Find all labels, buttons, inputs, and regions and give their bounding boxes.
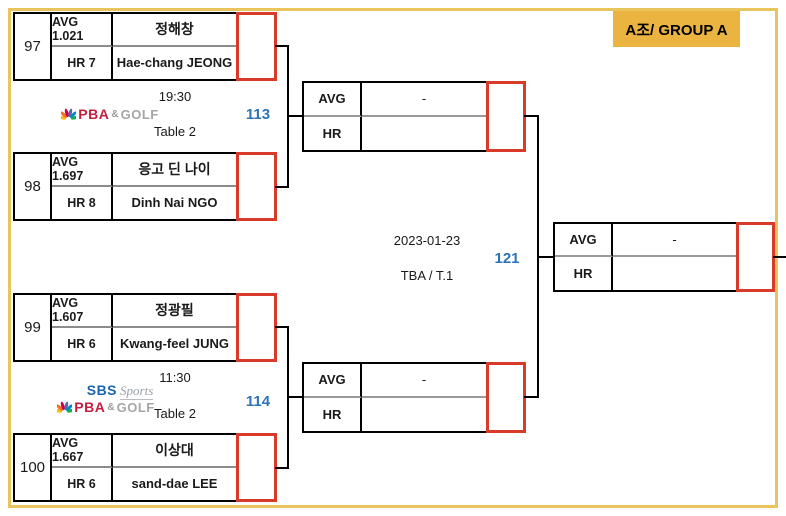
connector-line (275, 467, 289, 469)
match-number-113: 113 (245, 106, 271, 123)
pba-logo-text: PBA (78, 106, 110, 122)
seed-number: 100 (15, 435, 52, 500)
match-box-114: AVG - HR (302, 362, 488, 433)
connector-line (524, 115, 539, 117)
golf-logo-text: GOLF (116, 399, 155, 415)
result-box-121 (736, 222, 775, 292)
player-name-english: Dinh Nai NGO (131, 195, 218, 211)
player-name-english: Hae-chang JEONG (116, 55, 233, 71)
player-hr: HR 6 (52, 327, 113, 360)
player-avg: AVG 1.697 (52, 154, 113, 187)
match-number-121: 121 (494, 250, 520, 267)
avg-label: AVG (555, 224, 613, 257)
ampersand-text: & (111, 108, 119, 120)
avg-label: AVG (304, 364, 362, 398)
player-name-korean: 정해창 (113, 14, 236, 47)
avg-value: - (613, 224, 736, 257)
final-venue: TBA / T.1 (400, 268, 454, 283)
pba-golf-logo: PBA & GOLF (50, 106, 170, 124)
match-113-time: 19:30 (158, 89, 192, 104)
player-box-99: 99 AVG 1.607 HR 6 정광필 Kwang-feel JUNG (13, 293, 238, 362)
match-box-121: AVG - HR (553, 222, 738, 292)
player-box-98: 98 AVG 1.697 HR 8 응고 딘 나이 Dinh Nai NGO (13, 152, 238, 221)
hr-value (613, 257, 736, 290)
connector-line (524, 396, 539, 398)
group-badge: A조/ GROUP A (613, 11, 740, 47)
player-box-100: 100 AVG 1.667 HR 6 이상대 sand-dae LEE (13, 433, 238, 502)
connector-line (287, 115, 302, 117)
match-114-time: 11:30 (159, 370, 191, 385)
pba-logo-text: PBA (74, 399, 106, 415)
player-avg: AVG 1.607 (52, 295, 113, 328)
group-badge-label: A조/ GROUP A (625, 21, 728, 39)
seed-number: 98 (15, 154, 52, 219)
player-name-korean: 응고 딘 나이 (113, 154, 236, 187)
golf-logo-text: GOLF (120, 106, 159, 122)
hr-value (362, 398, 486, 432)
ampersand-text: & (107, 401, 115, 413)
match-113-table: Table 2 (154, 124, 196, 139)
player-avg: AVG 1.021 (52, 14, 113, 47)
final-date: 2023-01-23 (393, 233, 461, 248)
result-box-113 (486, 81, 526, 152)
hr-label: HR (555, 257, 613, 290)
avg-label: AVG (304, 83, 362, 117)
player-name-korean: 정광필 (113, 295, 236, 328)
peacock-icon (57, 401, 73, 413)
result-box-97 (236, 12, 277, 81)
result-box-98 (236, 152, 277, 221)
connector-line (275, 186, 289, 188)
connector-line (287, 396, 302, 398)
seed-number: 97 (15, 14, 52, 79)
connector-line (537, 256, 553, 258)
player-avg: AVG 1.667 (52, 435, 113, 468)
player-hr: HR 8 (52, 186, 113, 219)
hr-value (362, 117, 486, 151)
result-box-99 (236, 293, 277, 362)
result-box-100 (236, 433, 277, 502)
player-name-korean: 이상대 (113, 435, 236, 468)
sheet-border (8, 8, 778, 508)
player-box-97: 97 AVG 1.021 HR 7 정해창 Hae-chang JEONG (13, 12, 238, 81)
avg-value: - (362, 364, 486, 398)
player-hr: HR 7 (52, 46, 113, 79)
pba-golf-logo: PBA & GOLF (46, 399, 166, 417)
avg-value: - (362, 83, 486, 117)
match-114-table: Table 2 (154, 406, 196, 421)
connector-line (275, 326, 289, 328)
connector-line (275, 45, 289, 47)
hr-label: HR (304, 397, 362, 431)
match-number-114: 114 (245, 393, 271, 410)
player-hr: HR 6 (52, 467, 113, 500)
player-name-english: sand-dae LEE (131, 476, 218, 492)
player-name-english: Kwang-feel JUNG (119, 336, 230, 352)
result-box-114 (486, 362, 526, 433)
peacock-icon (61, 108, 77, 120)
sports-logo-text: Sports (120, 383, 154, 400)
seed-number: 99 (15, 295, 52, 360)
match-box-113: AVG - HR (302, 81, 488, 152)
sbs-logo-text: SBS (86, 382, 118, 398)
connector-line (773, 256, 786, 258)
hr-label: HR (304, 116, 362, 150)
sbs-sports-logo: SBS Sports (60, 382, 180, 400)
